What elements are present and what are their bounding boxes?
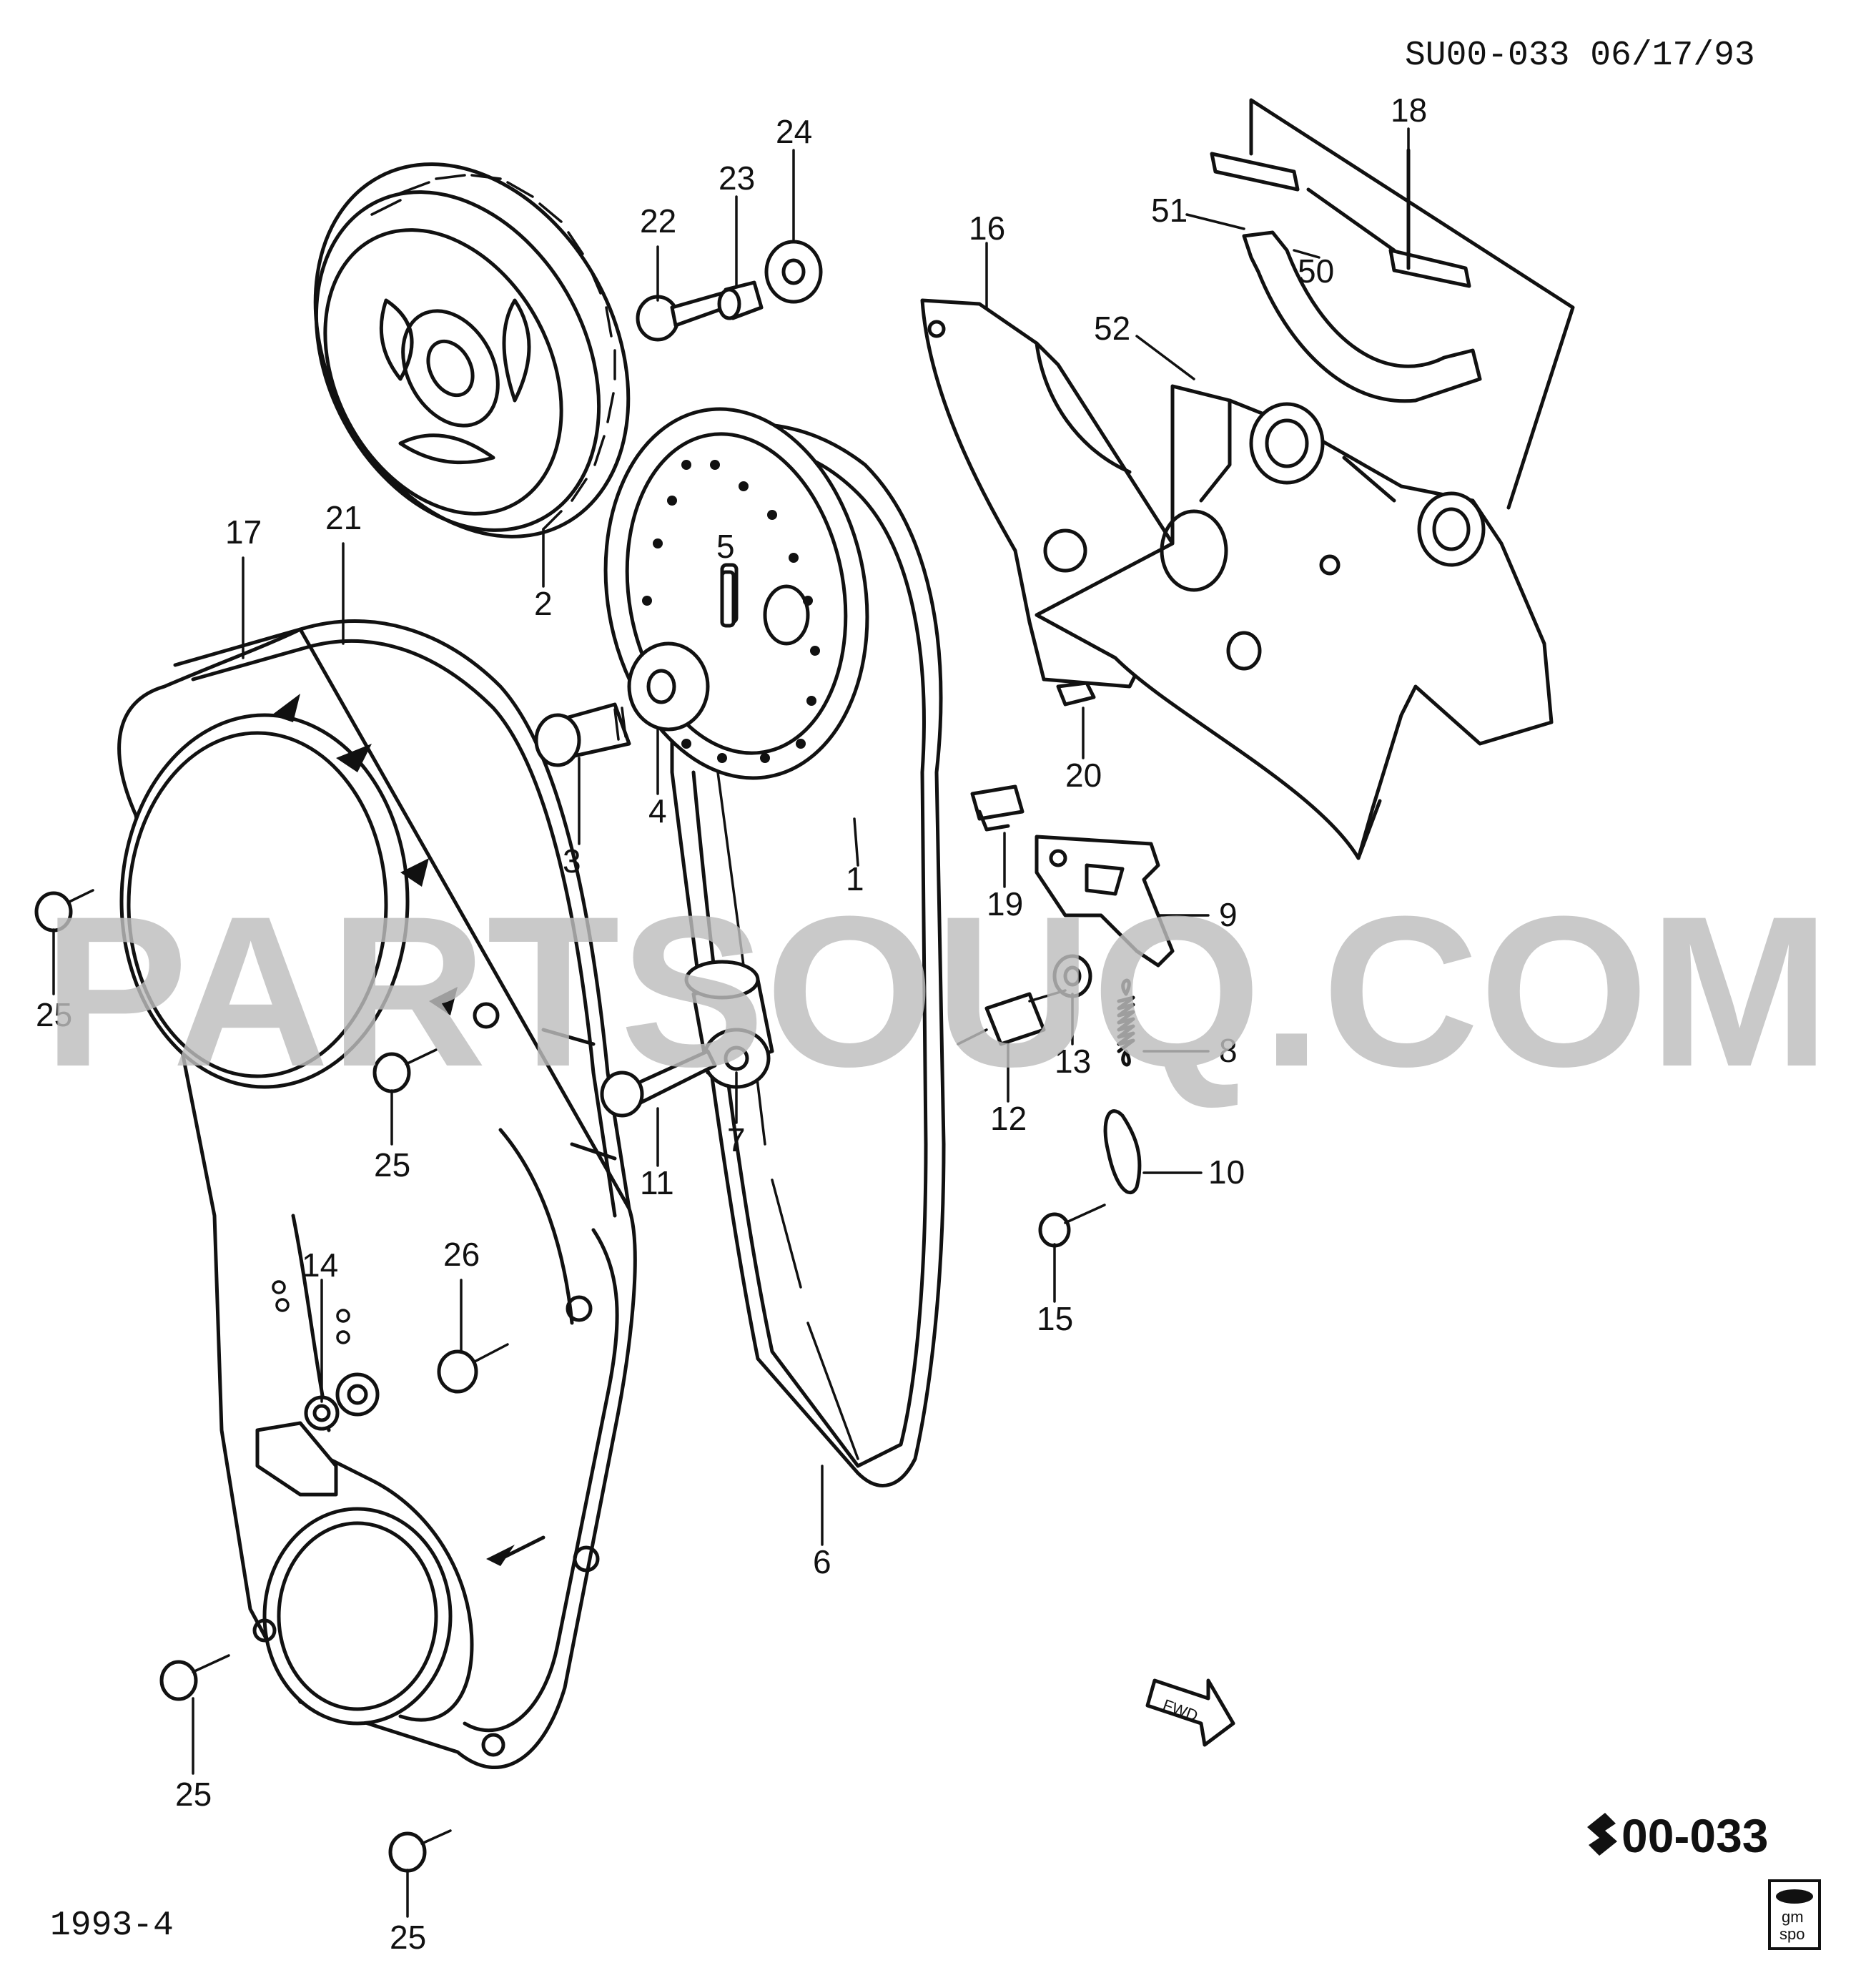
callout-19: 19 [987, 885, 1023, 922]
watermark: PARTSOUQ.COM [43, 871, 1830, 1111]
camshaft-pulley[interactable] [253, 109, 690, 591]
clip-19[interactable] [970, 784, 1025, 832]
callout-4: 4 [648, 792, 667, 830]
group-code-block: 00-033 [1587, 1809, 1769, 1862]
callout-51: 51 [1151, 192, 1188, 229]
callout-25-c: 25 [175, 1776, 212, 1813]
gmspo-logo-line-2: spo [1779, 1925, 1805, 1943]
callout-5: 5 [716, 528, 735, 565]
callout-23: 23 [719, 159, 755, 197]
callout-11: 11 [640, 1164, 674, 1201]
clip-20[interactable] [1056, 681, 1096, 707]
gmspo-logo: gm spo [1768, 1879, 1821, 1950]
tensioner-plate-9[interactable] [1035, 835, 1175, 968]
tensioner-spring-8[interactable] [1117, 978, 1135, 1067]
callout-1: 1 [846, 860, 864, 897]
callout-22: 22 [640, 202, 676, 240]
timing-belt-outside-cover[interactable] [117, 619, 637, 1769]
callout-7: 7 [727, 1121, 746, 1158]
callout-24: 24 [776, 113, 812, 150]
callout-2: 2 [534, 585, 553, 622]
callout-9: 9 [1219, 896, 1238, 933]
screw-15[interactable] [1038, 1204, 1106, 1248]
callout-12: 12 [990, 1100, 1027, 1137]
callout-10: 10 [1208, 1153, 1245, 1191]
callout-6: 6 [813, 1543, 831, 1580]
callout-50: 50 [1298, 252, 1334, 290]
callout-17: 17 [225, 513, 262, 551]
callout-18: 18 [1391, 92, 1427, 129]
year-code: 1993-4 [50, 1906, 174, 1945]
tensioner-pulley[interactable] [684, 960, 774, 1089]
callout-15: 15 [1037, 1300, 1073, 1337]
callout-20: 20 [1065, 757, 1102, 794]
stud-12[interactable] [957, 989, 1067, 1046]
callout-25-b: 25 [374, 1146, 410, 1184]
leader-lines [52, 127, 1410, 1918]
callout-21: 21 [325, 499, 362, 536]
spacer-23[interactable] [717, 280, 764, 320]
callout-25-a: 25 [36, 996, 72, 1033]
callout-13: 13 [1055, 1043, 1091, 1080]
group-code: 00-033 [1621, 1809, 1769, 1862]
callout-14: 14 [302, 1246, 338, 1284]
inner-cover-18[interactable] [1210, 98, 1575, 510]
bolt-26[interactable] [437, 1343, 509, 1394]
bolt-25-c[interactable] [159, 1654, 230, 1701]
pin-5[interactable] [720, 570, 736, 628]
washer-4[interactable] [627, 641, 710, 732]
callout-25-d: 25 [390, 1919, 426, 1956]
callout-52: 52 [1094, 310, 1130, 347]
bolt-3[interactable] [534, 702, 631, 767]
inner-cover-52[interactable] [1035, 384, 1554, 860]
callout-8: 8 [1219, 1032, 1238, 1069]
forward-arrow: FWD [1145, 1678, 1235, 1747]
gmspo-logo-line-1: gm [1782, 1908, 1804, 1926]
bolt-25-d[interactable] [388, 1829, 452, 1873]
callout-labels: 1 2 3 4 5 6 7 8 9 10 11 12 13 14 15 16 1… [36, 92, 1427, 1956]
callout-26: 26 [443, 1236, 480, 1273]
callout-3: 3 [563, 842, 581, 880]
washer-24[interactable] [764, 240, 823, 304]
bolt-11[interactable] [600, 1049, 717, 1118]
seal-10[interactable] [1103, 1109, 1142, 1195]
diagram-id: SU00-033 06/17/93 [1405, 36, 1755, 75]
bolt-22[interactable] [636, 291, 728, 342]
suzuki-s-icon [1587, 1813, 1617, 1856]
callout-16: 16 [969, 210, 1005, 247]
